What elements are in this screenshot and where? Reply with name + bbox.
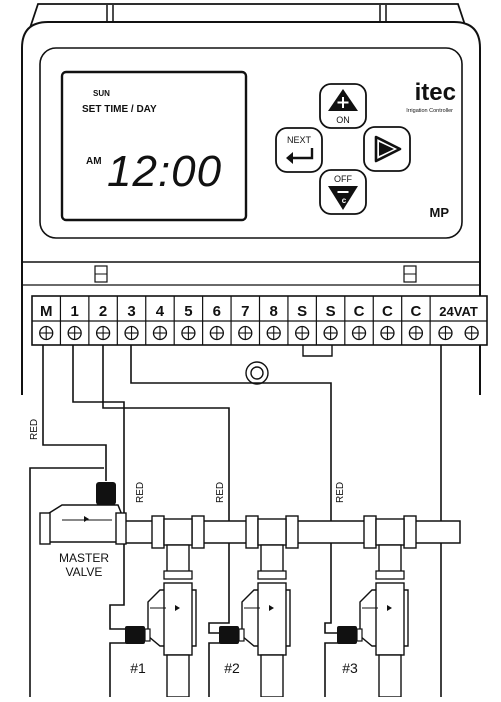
wires	[29, 345, 442, 697]
minus-sub-label: c	[342, 196, 347, 205]
terminal-screw-5	[152, 325, 168, 341]
wire-labels: RED RED RED RED	[29, 419, 346, 503]
lcd-time: 12:00	[107, 147, 222, 196]
terminal-screw-8	[238, 325, 253, 341]
brand-logo: itec	[415, 79, 456, 106]
advance-arrow-button[interactable]	[363, 126, 411, 172]
zone-valve-1: #1	[125, 515, 205, 698]
terminal-screw-1	[39, 325, 54, 341]
terminal-screw-15-2	[464, 325, 479, 341]
terminal-label-7: 6	[213, 303, 221, 320]
terminal-label-5: 4	[156, 303, 165, 320]
terminal-label-13: C	[382, 303, 393, 320]
sensor-jumper	[302, 345, 333, 357]
master-valve	[39, 482, 127, 545]
terminal-screw-15-1	[438, 325, 453, 341]
terminal-screw-9	[266, 325, 281, 341]
brand-subtitle: Irrigation Controller	[406, 108, 453, 114]
off-label: OFF	[334, 174, 352, 184]
master-valve-label-1: MASTER	[59, 551, 109, 565]
zone-valve-2: #2	[219, 515, 299, 698]
terminal-label-6: 5	[184, 303, 192, 320]
zone-valve-3: #3	[337, 515, 417, 698]
lcd-day: SUN	[93, 89, 110, 98]
off-minus-button[interactable]: OFF c	[319, 169, 367, 215]
terminal-label-10: S	[297, 303, 307, 320]
terminal-label-9: 8	[270, 303, 278, 320]
wire-label-red-3: RED	[335, 482, 346, 503]
terminal-label-2: 1	[70, 303, 78, 320]
terminal-screw-4	[124, 325, 139, 341]
on-label: ON	[336, 115, 350, 125]
terminal-screw-14	[408, 325, 424, 341]
on-plus-button[interactable]: ON	[319, 83, 367, 129]
terminal-screw-10	[295, 325, 310, 341]
wire-label-red-1: RED	[135, 482, 146, 503]
terminal-screw-6	[181, 325, 196, 341]
terminal-label-14: C	[410, 303, 421, 320]
zone-valve-label-2: #2	[224, 660, 240, 676]
lcd-ampm: AM	[86, 156, 102, 167]
zone-valve-label-3: #3	[342, 660, 358, 676]
terminal-screw-12	[351, 325, 367, 341]
terminal-label-4: 3	[127, 303, 135, 320]
front-panel	[39, 47, 463, 239]
zone-valves: #1 #2 #3	[125, 515, 417, 698]
terminal-screw-13	[380, 325, 395, 341]
terminal-screw-2	[67, 325, 82, 341]
zone-valve-label-1: #1	[130, 660, 146, 676]
terminal-label-11: S	[326, 303, 336, 320]
lcd-mode: SET TIME / DAY	[82, 104, 157, 115]
wire-label-red-2: RED	[215, 482, 226, 503]
next-label: NEXT	[287, 135, 312, 145]
lcd-screen	[60, 70, 248, 222]
terminal-label-3: 2	[99, 303, 107, 320]
right-arrow-icon	[379, 142, 394, 156]
model-label: MP	[430, 205, 450, 220]
terminal-label-1: M	[40, 303, 53, 320]
terminal-screw-11	[323, 325, 338, 341]
terminal-screw-3	[95, 325, 111, 341]
master-valve-label-2: VALVE	[66, 565, 103, 579]
terminal-label-12: C	[354, 303, 365, 320]
wire-label-red-master: RED	[29, 419, 40, 440]
terminal-label-8: 7	[241, 303, 249, 320]
terminal-screw-7	[209, 325, 224, 341]
next-button[interactable]: NEXT	[275, 127, 323, 173]
terminal-label-15: 24VAT	[439, 304, 478, 319]
